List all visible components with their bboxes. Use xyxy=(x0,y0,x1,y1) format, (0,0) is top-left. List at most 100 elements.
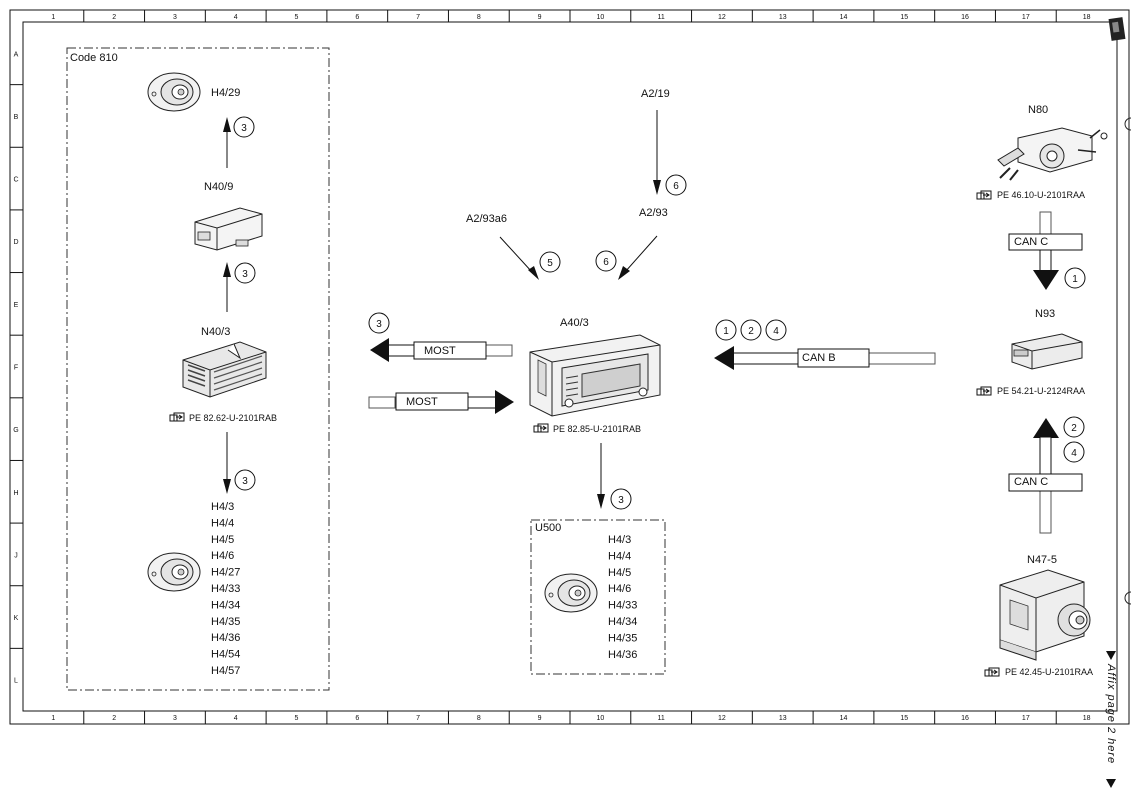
svg-text:3: 3 xyxy=(618,495,624,506)
speaker-icon xyxy=(544,573,598,613)
column-number: 18 xyxy=(1083,14,1091,21)
speaker-icon xyxy=(147,72,201,112)
column-number: 6 xyxy=(355,14,359,21)
arrowhead xyxy=(714,346,734,370)
arrowhead xyxy=(618,266,630,280)
ref-marker xyxy=(1063,416,1085,438)
a40-3-ref: PE 82.85-U-2101RAB xyxy=(553,424,641,434)
bus-stub xyxy=(1039,490,1052,534)
column-number: 3 xyxy=(173,14,177,21)
most-out-label: MOST xyxy=(424,345,456,357)
arrowhead xyxy=(597,494,605,509)
signal-line xyxy=(499,236,533,273)
column-number: 17 xyxy=(1022,715,1030,722)
signal-line xyxy=(624,235,658,273)
column-number: 2 xyxy=(112,715,116,722)
svg-text:3: 3 xyxy=(242,269,248,280)
row-letter: A xyxy=(14,51,19,58)
row-letter: F xyxy=(14,365,18,372)
column-number: 12 xyxy=(718,14,726,21)
most-bus-out: 3 MOST xyxy=(368,312,513,362)
affix-note: Affix page 2 here xyxy=(1105,651,1117,788)
row-letter: E xyxy=(14,302,19,309)
row-letter: J xyxy=(14,552,18,559)
bus-line xyxy=(467,396,499,409)
head-unit-a40-3-icon xyxy=(529,334,661,417)
a2-19-label: A2/19 xyxy=(641,88,670,100)
ref-marker xyxy=(740,319,762,341)
n47-5-ref: PE 42.45-U-2101RAA xyxy=(1005,667,1093,677)
ref-icon xyxy=(976,386,992,396)
ref-icon xyxy=(533,423,549,433)
n80-label: N80 xyxy=(1028,104,1048,116)
can-c-bus-bottom: CAN C 2 4 xyxy=(1008,416,1085,534)
speaker-list-item: H4/6 xyxy=(211,550,234,562)
can-b-bus: 1 2 4 CAN B xyxy=(714,319,936,370)
bus-line xyxy=(1039,249,1052,273)
a40-3-label: A40/3 xyxy=(560,317,589,329)
speaker-list-item: H4/3 xyxy=(211,501,234,513)
svg-text:3: 3 xyxy=(242,476,248,487)
corner-mark-icon xyxy=(1108,17,1126,41)
most-bus-in: MOST xyxy=(368,390,514,414)
bus-line xyxy=(1039,436,1052,475)
column-number: 9 xyxy=(538,715,542,722)
can-c-bottom-box xyxy=(1008,473,1083,492)
ref-marker xyxy=(610,488,632,510)
ref-marker xyxy=(765,319,787,341)
speaker-list-item: H4/5 xyxy=(608,567,631,579)
n40-3-label: N40/3 xyxy=(201,326,230,338)
u500-label: U500 xyxy=(535,522,561,534)
column-number: 1 xyxy=(51,14,55,21)
speaker-list-item: H4/35 xyxy=(211,616,240,628)
bus-line xyxy=(729,352,799,365)
speaker-list-item: H4/27 xyxy=(211,567,240,579)
steering-column-module-n80-icon xyxy=(997,127,1108,181)
most-in-label: MOST xyxy=(406,396,438,408)
control-unit-n40-9-icon xyxy=(194,207,263,251)
n40-9-label: N40/9 xyxy=(204,181,233,193)
ref-marker xyxy=(595,250,617,272)
arrowhead xyxy=(1033,418,1059,438)
speaker-list-item: H4/35 xyxy=(608,632,637,644)
ref-marker xyxy=(715,319,737,341)
n93-ref: PE 54.21-U-2124RAA xyxy=(997,386,1085,396)
column-number: 3 xyxy=(173,715,177,722)
arrowhead xyxy=(223,262,231,277)
column-number: 9 xyxy=(538,14,542,21)
svg-text:3: 3 xyxy=(376,319,382,330)
row-letter: K xyxy=(14,615,19,622)
ref-marker xyxy=(665,174,687,196)
row-letter: D xyxy=(13,239,18,246)
column-number: 10 xyxy=(596,14,604,21)
column-number: 11 xyxy=(658,14,665,21)
ref-marker xyxy=(1063,441,1085,463)
row-letter: B xyxy=(14,114,19,121)
can-c-top-label: CAN C xyxy=(1014,236,1048,248)
arrowhead xyxy=(223,117,231,132)
bus-stub xyxy=(368,396,396,409)
svg-text:2: 2 xyxy=(748,326,754,337)
u500-box xyxy=(530,519,666,675)
row-letter: H xyxy=(13,490,18,497)
column-number: 11 xyxy=(658,715,665,722)
bus-stub xyxy=(485,344,513,357)
can-b-box xyxy=(797,348,870,368)
can-c-bottom-label: CAN C xyxy=(1014,476,1048,488)
column-number: 14 xyxy=(840,14,848,21)
column-number: 10 xyxy=(596,715,604,722)
svg-text:1: 1 xyxy=(723,326,729,337)
ref-icon xyxy=(169,412,185,422)
can-c-top-box xyxy=(1008,233,1083,251)
column-number: 7 xyxy=(416,715,420,722)
edge-mark xyxy=(1124,591,1132,605)
column-number: 16 xyxy=(961,14,969,21)
column-number: 8 xyxy=(477,715,481,722)
speaker-list-left: H4/3H4/4H4/5H4/6H4/27H4/33H4/34H4/35H4/3… xyxy=(211,501,240,677)
svg-text:6: 6 xyxy=(673,181,679,192)
ref-icon xyxy=(976,190,992,200)
speaker-list-item: H4/54 xyxy=(211,649,240,661)
